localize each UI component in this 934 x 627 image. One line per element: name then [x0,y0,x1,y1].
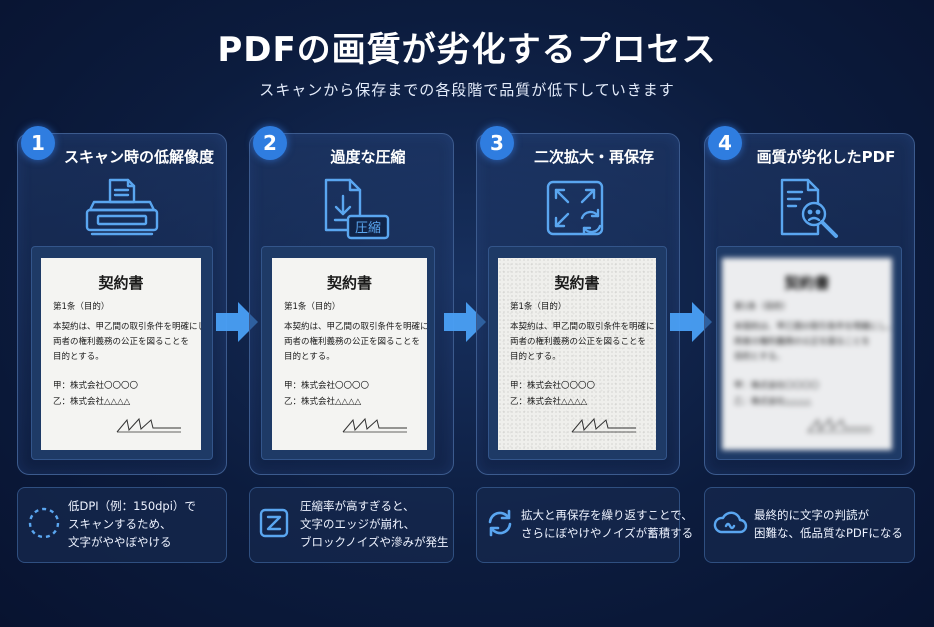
step-number-badge: 3 [480,126,514,160]
doc-party-a: 甲：株式会社〇〇〇〇 [510,381,596,391]
arrow-right-icon [444,302,486,342]
signature-icon [116,417,181,433]
note-line: 最終的に文字の判読が [754,508,869,522]
doc-article: 第1条（目的） [53,302,110,312]
doc-body-line: 両者の権利義務の公正を図ることを [734,337,871,347]
doc-title: 契約書 [554,274,600,292]
cloud-icon [713,511,748,534]
step-title: 画質が劣化したPDF [756,148,896,166]
note-line: 文字のエッジが崩れ、 [300,517,416,531]
doc-body-line: 目的とする。 [53,352,104,362]
doc-party-b: 乙：株式会社△△△△ [53,397,131,407]
note-text: 最終的に文字の判読が 困難な、低品質なPDFになる [754,506,903,542]
note-line: 困難な、低品質なPDFになる [754,526,903,540]
doc-article: 第1条（目的） [734,302,791,312]
doc-party-a: 甲：株式会社〇〇〇〇 [734,381,820,391]
doc-body-line: 本契約は、甲乙間の取引条件を明確にし、 [284,322,427,332]
page-title: PDFの画質が劣化するプロセス [217,30,717,70]
doc-body-line: 本契約は、甲乙間の取引条件を明確にし、 [510,322,656,332]
step-title: スキャン時の低解像度 [63,148,214,166]
doc-party-a: 甲：株式会社〇〇〇〇 [53,381,139,391]
signature-icon [571,417,636,433]
compress-icon-label: 圧縮 [355,220,381,236]
doc-body-line: 両者の権利義務の公正を図ることを [284,337,421,347]
doc-body-line: 本契約は、甲乙間の取引条件を明確にし、 [734,322,892,332]
step-number-badge: 1 [21,126,55,160]
doc-title: 契約書 [326,274,372,292]
note-line: 文字がややぼやける [68,535,172,549]
doc-party-b: 乙：株式会社△△△△ [734,397,812,407]
arrow-right-icon [670,302,712,342]
arrow-right-icon [216,302,258,342]
step-number-badge: 2 [253,126,287,160]
dotted-circle-icon [28,507,60,539]
compress-z-icon [259,508,289,538]
note-box-4 [704,487,915,563]
note-box-1 [17,487,227,563]
step-number-badge: 4 [708,126,742,160]
contract-document-clear: 契約書 第1条（目的） 本契約は、甲乙間の取引条件を明確にし、 両者の権利義務の… [41,258,201,450]
doc-body-line: 本契約は、甲乙間の取引条件を明確にし、 [53,322,201,332]
doc-body-line: 目的とする。 [734,352,785,362]
note-text: 拡大と再保存を繰り返すことで、 さらにぼやけやノイズが蓄積する [521,506,693,542]
step-title: 二次拡大・再保存 [533,148,654,166]
note-line: 拡大と再保存を繰り返すことで、 [521,508,693,522]
doc-party-a: 甲：株式会社〇〇〇〇 [284,381,370,391]
note-line: 低DPI（例：150dpi）で [68,499,196,513]
contract-document-blurry: 契約書 第1条（目的） 本契約は、甲乙間の取引条件を明確にし、 両者の権利義務の… [722,258,892,450]
doc-party-b: 乙：株式会社△△△△ [510,397,588,407]
note-text: 圧縮率が高すぎると、 文字のエッジが崩れ、 ブロックノイズや滲みが発生 [300,497,448,551]
signature-icon [342,417,407,433]
note-line: さらにぼやけやノイズが蓄積する [521,526,694,540]
doc-article: 第1条（目的） [510,302,567,312]
doc-body-line: 両者の権利義務の公正を図ることを [510,337,647,347]
contract-document-compressed: 契約書 第1条（目的） 本契約は、甲乙間の取引条件を明確にし、 両者の権利義務の… [272,258,427,450]
doc-party-b: 乙：株式会社△△△△ [284,397,362,407]
doc-article: 第1条（目的） [284,302,341,312]
note-box-2 [249,487,454,563]
doc-body-line: 両者の権利義務の公正を図ることを [53,337,190,347]
note-line: ブロックノイズや滲みが発生 [300,535,449,549]
contract-document-noisy: 契約書 第1条（目的） 本契約は、甲乙間の取引条件を明確にし、 両者の権利義務の… [498,258,656,450]
doc-body-line: 目的とする。 [510,352,561,362]
note-line: 圧縮率が高すぎると、 [300,499,415,513]
page-subtitle: スキャンから保存までの各段階で品質が低下していきます [259,81,675,99]
document-search-icon [780,178,838,238]
signature-icon [807,417,872,433]
compressed-file-icon: 圧縮 [324,178,390,240]
doc-title: 契約書 [98,274,144,292]
expand-refresh-icon [546,180,604,236]
refresh-icon [488,509,512,537]
scanner-icon [85,178,159,236]
doc-title: 契約書 [784,274,830,292]
note-text: 低DPI（例：150dpi）で スキャンするため、 文字がややぼやける [68,497,196,551]
note-line: スキャンするため、 [68,517,172,531]
doc-body-line: 目的とする。 [284,352,335,362]
step-title: 過度な圧縮 [330,148,406,166]
